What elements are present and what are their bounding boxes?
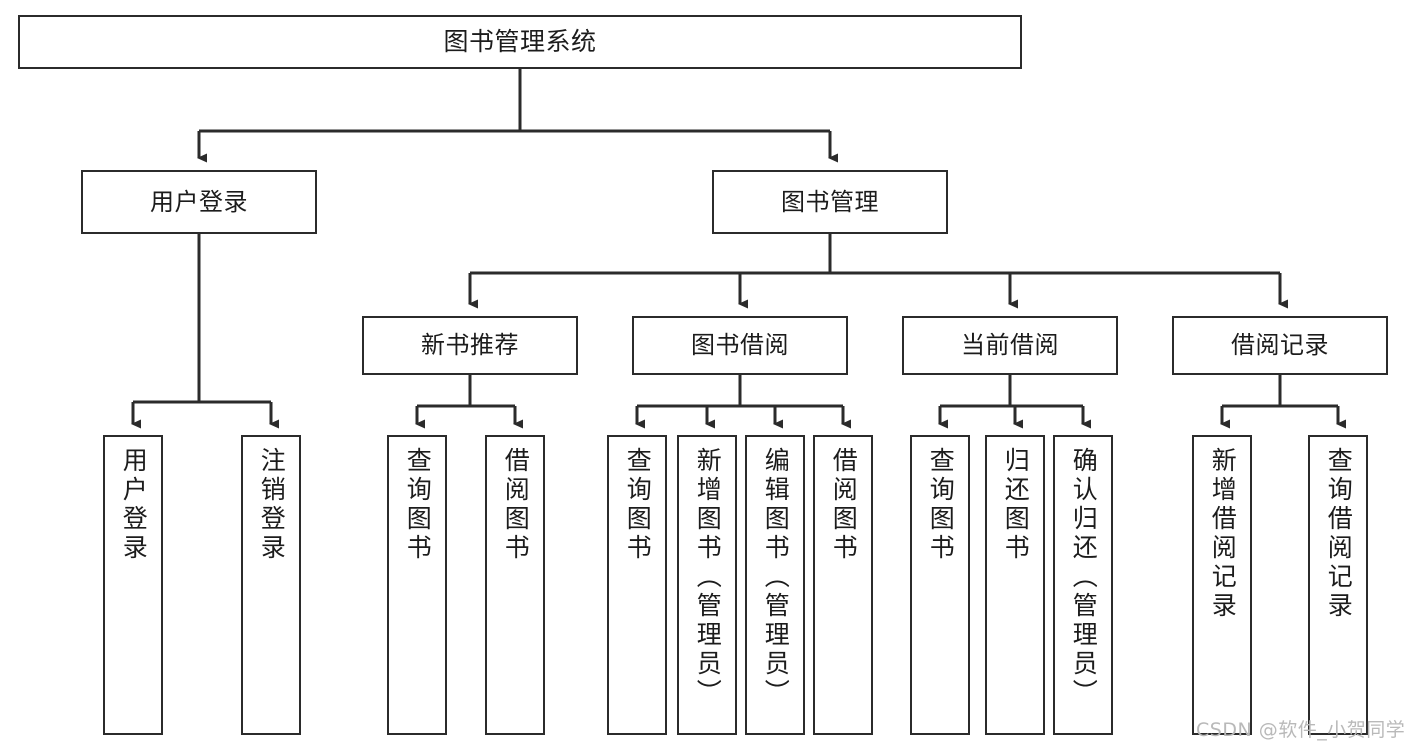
- node-leaf-user-login-label: 用户登录: [119, 447, 149, 563]
- node-leaf-edit-book-admin-label: 编辑图书（管理员）: [761, 447, 791, 708]
- node-user-login-label: 用户登录: [150, 187, 248, 216]
- node-book-borrow-label: 图书借阅: [691, 331, 789, 360]
- node-leaf-user-login[interactable]: 用户登录: [103, 435, 163, 735]
- node-leaf-confirm-return-admin-label: 确认归还（管理员）: [1069, 447, 1099, 708]
- node-leaf-query-book-recommend[interactable]: 查询图书: [387, 435, 447, 735]
- node-leaf-user-logout-label: 注销登录: [257, 447, 287, 563]
- csdn-watermark: CSDN @软件_小贺同学: [1196, 719, 1405, 741]
- node-book-manage[interactable]: 图书管理: [712, 170, 948, 234]
- node-user-login[interactable]: 用户登录: [81, 170, 317, 234]
- node-leaf-confirm-return-admin[interactable]: 确认归还（管理员）: [1053, 435, 1113, 735]
- node-leaf-query-borrow-record-label: 查询借阅记录: [1324, 447, 1354, 621]
- node-root-label: 图书管理系统: [443, 27, 597, 57]
- node-leaf-return-book-label: 归还图书: [1001, 447, 1031, 563]
- node-leaf-borrow-book-label: 借阅图书: [829, 447, 859, 563]
- node-leaf-borrow-book-recommend[interactable]: 借阅图书: [485, 435, 545, 735]
- node-leaf-query-book-borrow[interactable]: 查询图书: [607, 435, 667, 735]
- node-leaf-query-borrow-record[interactable]: 查询借阅记录: [1308, 435, 1368, 735]
- node-current-borrow[interactable]: 当前借阅: [902, 316, 1118, 375]
- node-leaf-add-borrow-record-label: 新增借阅记录: [1208, 447, 1238, 621]
- node-leaf-add-book-admin[interactable]: 新增图书（管理员）: [677, 435, 737, 735]
- node-book-borrow[interactable]: 图书借阅: [632, 316, 848, 375]
- node-leaf-edit-book-admin[interactable]: 编辑图书（管理员）: [745, 435, 805, 735]
- node-leaf-add-book-admin-label: 新增图书（管理员）: [693, 447, 723, 708]
- node-leaf-user-logout[interactable]: 注销登录: [241, 435, 301, 735]
- node-leaf-query-book-current-label: 查询图书: [926, 447, 956, 563]
- node-leaf-add-borrow-record[interactable]: 新增借阅记录: [1192, 435, 1252, 735]
- node-borrow-record-label: 借阅记录: [1231, 331, 1329, 360]
- node-leaf-borrow-book[interactable]: 借阅图书: [813, 435, 873, 735]
- node-leaf-query-book-current[interactable]: 查询图书: [910, 435, 970, 735]
- node-root[interactable]: 图书管理系统: [18, 15, 1022, 69]
- node-leaf-query-book-borrow-label: 查询图书: [623, 447, 653, 563]
- node-leaf-query-book-recommend-label: 查询图书: [403, 447, 433, 563]
- node-book-manage-label: 图书管理: [781, 187, 879, 216]
- node-new-book-recommend[interactable]: 新书推荐: [362, 316, 578, 375]
- node-leaf-borrow-book-recommend-label: 借阅图书: [501, 447, 531, 563]
- node-current-borrow-label: 当前借阅: [961, 331, 1059, 360]
- node-new-book-recommend-label: 新书推荐: [421, 331, 519, 360]
- node-leaf-return-book[interactable]: 归还图书: [985, 435, 1045, 735]
- node-borrow-record[interactable]: 借阅记录: [1172, 316, 1388, 375]
